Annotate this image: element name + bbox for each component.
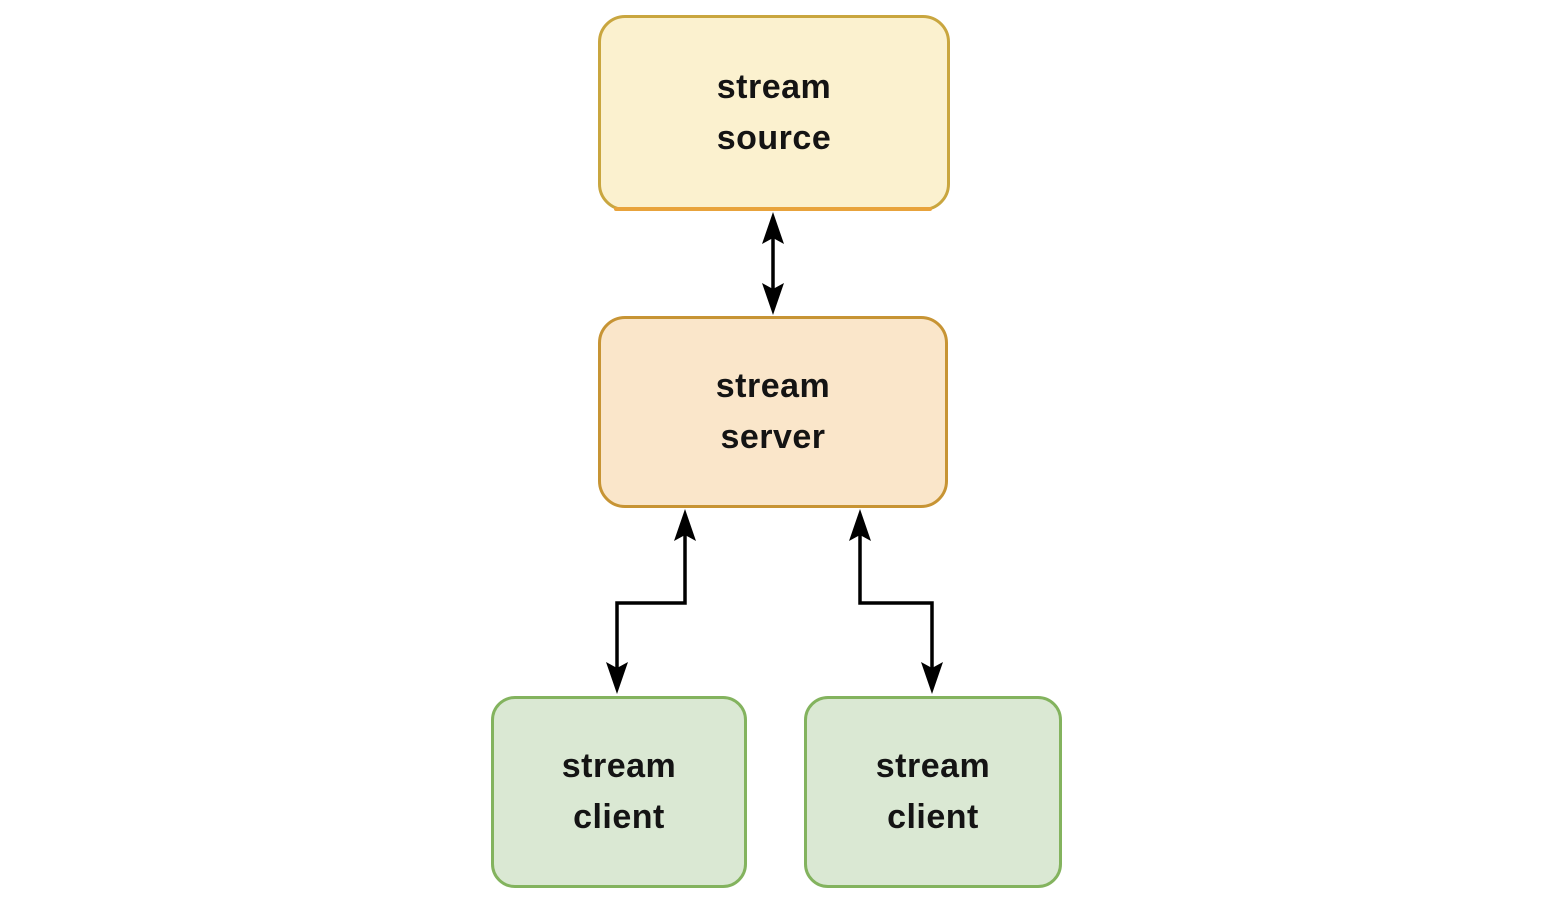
node-stream-client-left-label: stream client — [561, 747, 677, 836]
edge-server-client-left — [606, 509, 696, 694]
arrowhead-down-server — [762, 283, 784, 315]
arrowhead-up-server-right — [849, 509, 871, 541]
arrowhead-down-client-left — [606, 662, 628, 694]
edge-server-client-right-shaft — [858, 534, 934, 668]
edge-source-server — [762, 212, 784, 315]
arrowhead-up-source — [762, 212, 784, 244]
arrowhead-up-server-left — [674, 509, 696, 541]
edge-server-client-left-shaft — [615, 534, 687, 668]
arrowhead-down-client-right — [921, 662, 943, 694]
source-accent-underline — [614, 207, 932, 211]
node-stream-source-label: stream source — [716, 68, 832, 157]
node-stream-client-right-label: stream client — [875, 747, 991, 836]
node-stream-client-left: stream client — [491, 696, 747, 888]
node-stream-client-right: stream client — [804, 696, 1062, 888]
edge-server-client-right — [849, 509, 943, 694]
node-stream-server: stream server — [598, 316, 948, 508]
node-stream-server-label: stream server — [715, 367, 831, 456]
node-stream-source: stream source — [598, 15, 950, 211]
